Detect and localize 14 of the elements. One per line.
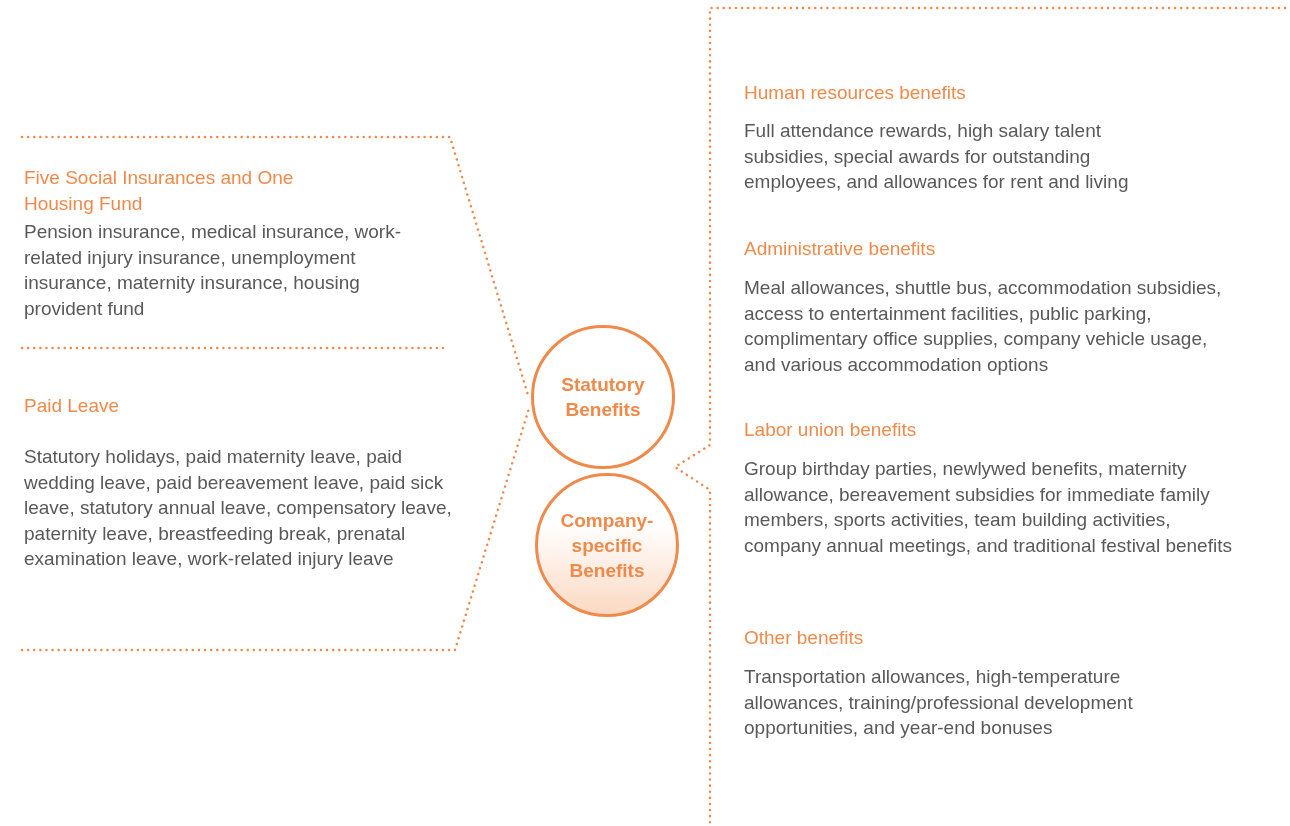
section-heading: Five Social Insurances and One Housing Fund	[24, 166, 295, 216]
section-heading: Other benefits	[744, 626, 865, 650]
description-text: Pension insurance, medical insurance, work-related injury insurance, unemployment insurance, maternity insurance, housing provident fund	[24, 220, 402, 321]
description-text: Meal allowances, shuttle bus, accommodation subsidies, access to entertainment facilities, public parking, complimentary office supplies, company vehicle usage, and various accommodation options	[744, 276, 1223, 377]
section-heading: Administrative benefits	[744, 237, 937, 261]
description-text: Transportation allowances, high-temperature allowances, training/professional development opportunities, and year-end bonuses	[744, 665, 1134, 740]
section-heading: Labor union benefits	[744, 418, 918, 442]
section-heading: Paid Leave	[24, 394, 121, 418]
description-text: Group birthday parties, newlywed benefits, maternity allowance, bereavement subsidies for immediate family members, sports activities, team building activities, company annual meetings, and traditional festival benefits	[744, 457, 1233, 558]
description-text: Statutory holidays, paid maternity leave, paid wedding leave, paid bereavement leave, paid sick leave, statutory annual leave, compensatory leave, paternity leave, breastfeeding break, prenatal examination leave, work-related injury leave	[24, 445, 453, 571]
circle-label: Statutory Benefits	[560, 373, 646, 422]
description-text: Full attendance rewards, high salary talent subsidies, special awards for outstanding employees, and allowances for rent and living	[744, 119, 1130, 194]
section-heading: Human resources benefits	[744, 81, 967, 105]
circle-label: Company-specific Benefits	[559, 508, 655, 583]
